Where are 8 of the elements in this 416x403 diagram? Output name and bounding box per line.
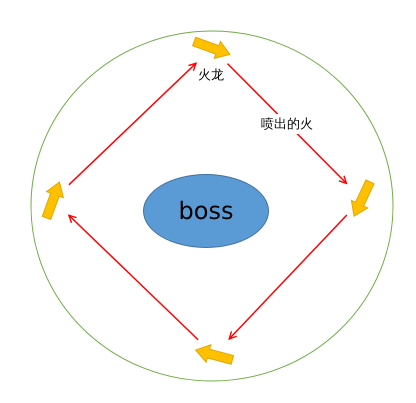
arrow [228,214,348,340]
edge-label: 喷出的火 [259,114,315,134]
arrow [68,62,197,186]
arrow [68,214,199,340]
ellipse-node: boss [143,174,269,248]
arrow [226,63,348,184]
node-caption: 火龙 [198,67,224,84]
circle-outline [30,30,394,382]
